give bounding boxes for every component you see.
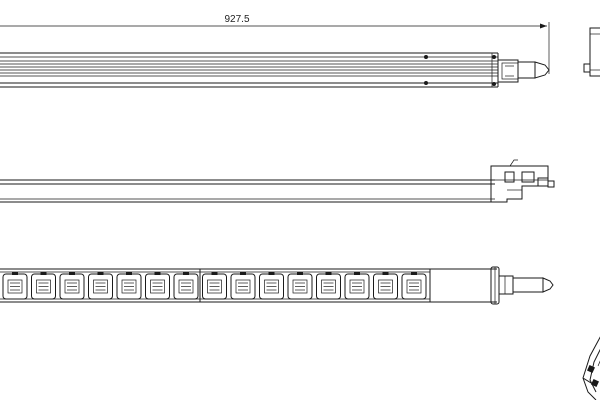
outlet-socket [2, 272, 28, 300]
outlet-socket [259, 272, 284, 300]
mounting-hole [492, 82, 496, 86]
outlet-socket [344, 272, 370, 300]
power-plug [498, 275, 554, 295]
outlet-socket [230, 272, 256, 300]
outlet-socket [316, 272, 341, 300]
iso-view [582, 336, 600, 400]
outlet-socket [59, 272, 85, 300]
top-view [0, 52, 550, 88]
outlet-socket [31, 272, 56, 300]
overall-length-dimension: 927.5 [0, 14, 550, 74]
dimension-label: 927.5 [224, 14, 249, 25]
end-view [583, 27, 600, 77]
outlet-socket [88, 272, 113, 300]
outlet-socket [401, 272, 427, 300]
dimension-arrowhead [540, 23, 547, 29]
side-view [0, 159, 555, 203]
outlet-row [2, 272, 427, 300]
mounting-hole [424, 55, 428, 59]
outlet-socket [287, 272, 313, 300]
outlet-socket [173, 272, 199, 300]
top-view-connector [497, 59, 550, 83]
outlet-socket [373, 272, 398, 300]
outlet-socket [202, 272, 227, 300]
side-view-connector [490, 159, 555, 203]
outlet-socket [116, 272, 142, 300]
outlet-socket [145, 272, 170, 300]
mounting-hole [424, 81, 428, 85]
front-view [0, 266, 554, 305]
mounting-hole [492, 55, 496, 59]
